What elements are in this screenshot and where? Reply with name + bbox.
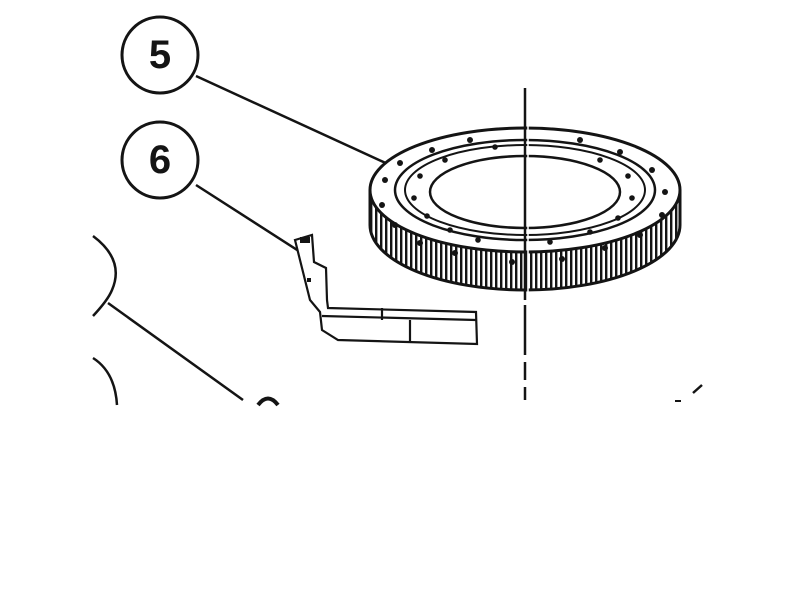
callout-partial-lower [92, 356, 119, 406]
leader-line-6 [195, 183, 306, 257]
callout-5 [120, 15, 391, 167]
callout-partial-upper [92, 235, 244, 402]
partial-label-fragment [256, 396, 280, 407]
leader-line-partial [107, 301, 244, 402]
bracket [293, 233, 479, 346]
axis-fragment-right [675, 384, 703, 402]
slewing-ring-bearing [368, 88, 682, 400]
blank-area [0, 412, 800, 600]
outer-bolt-holes [379, 137, 668, 265]
callout-6 [120, 120, 306, 257]
inner-bolt-holes [411, 144, 635, 245]
leader-line-5 [195, 74, 391, 167]
